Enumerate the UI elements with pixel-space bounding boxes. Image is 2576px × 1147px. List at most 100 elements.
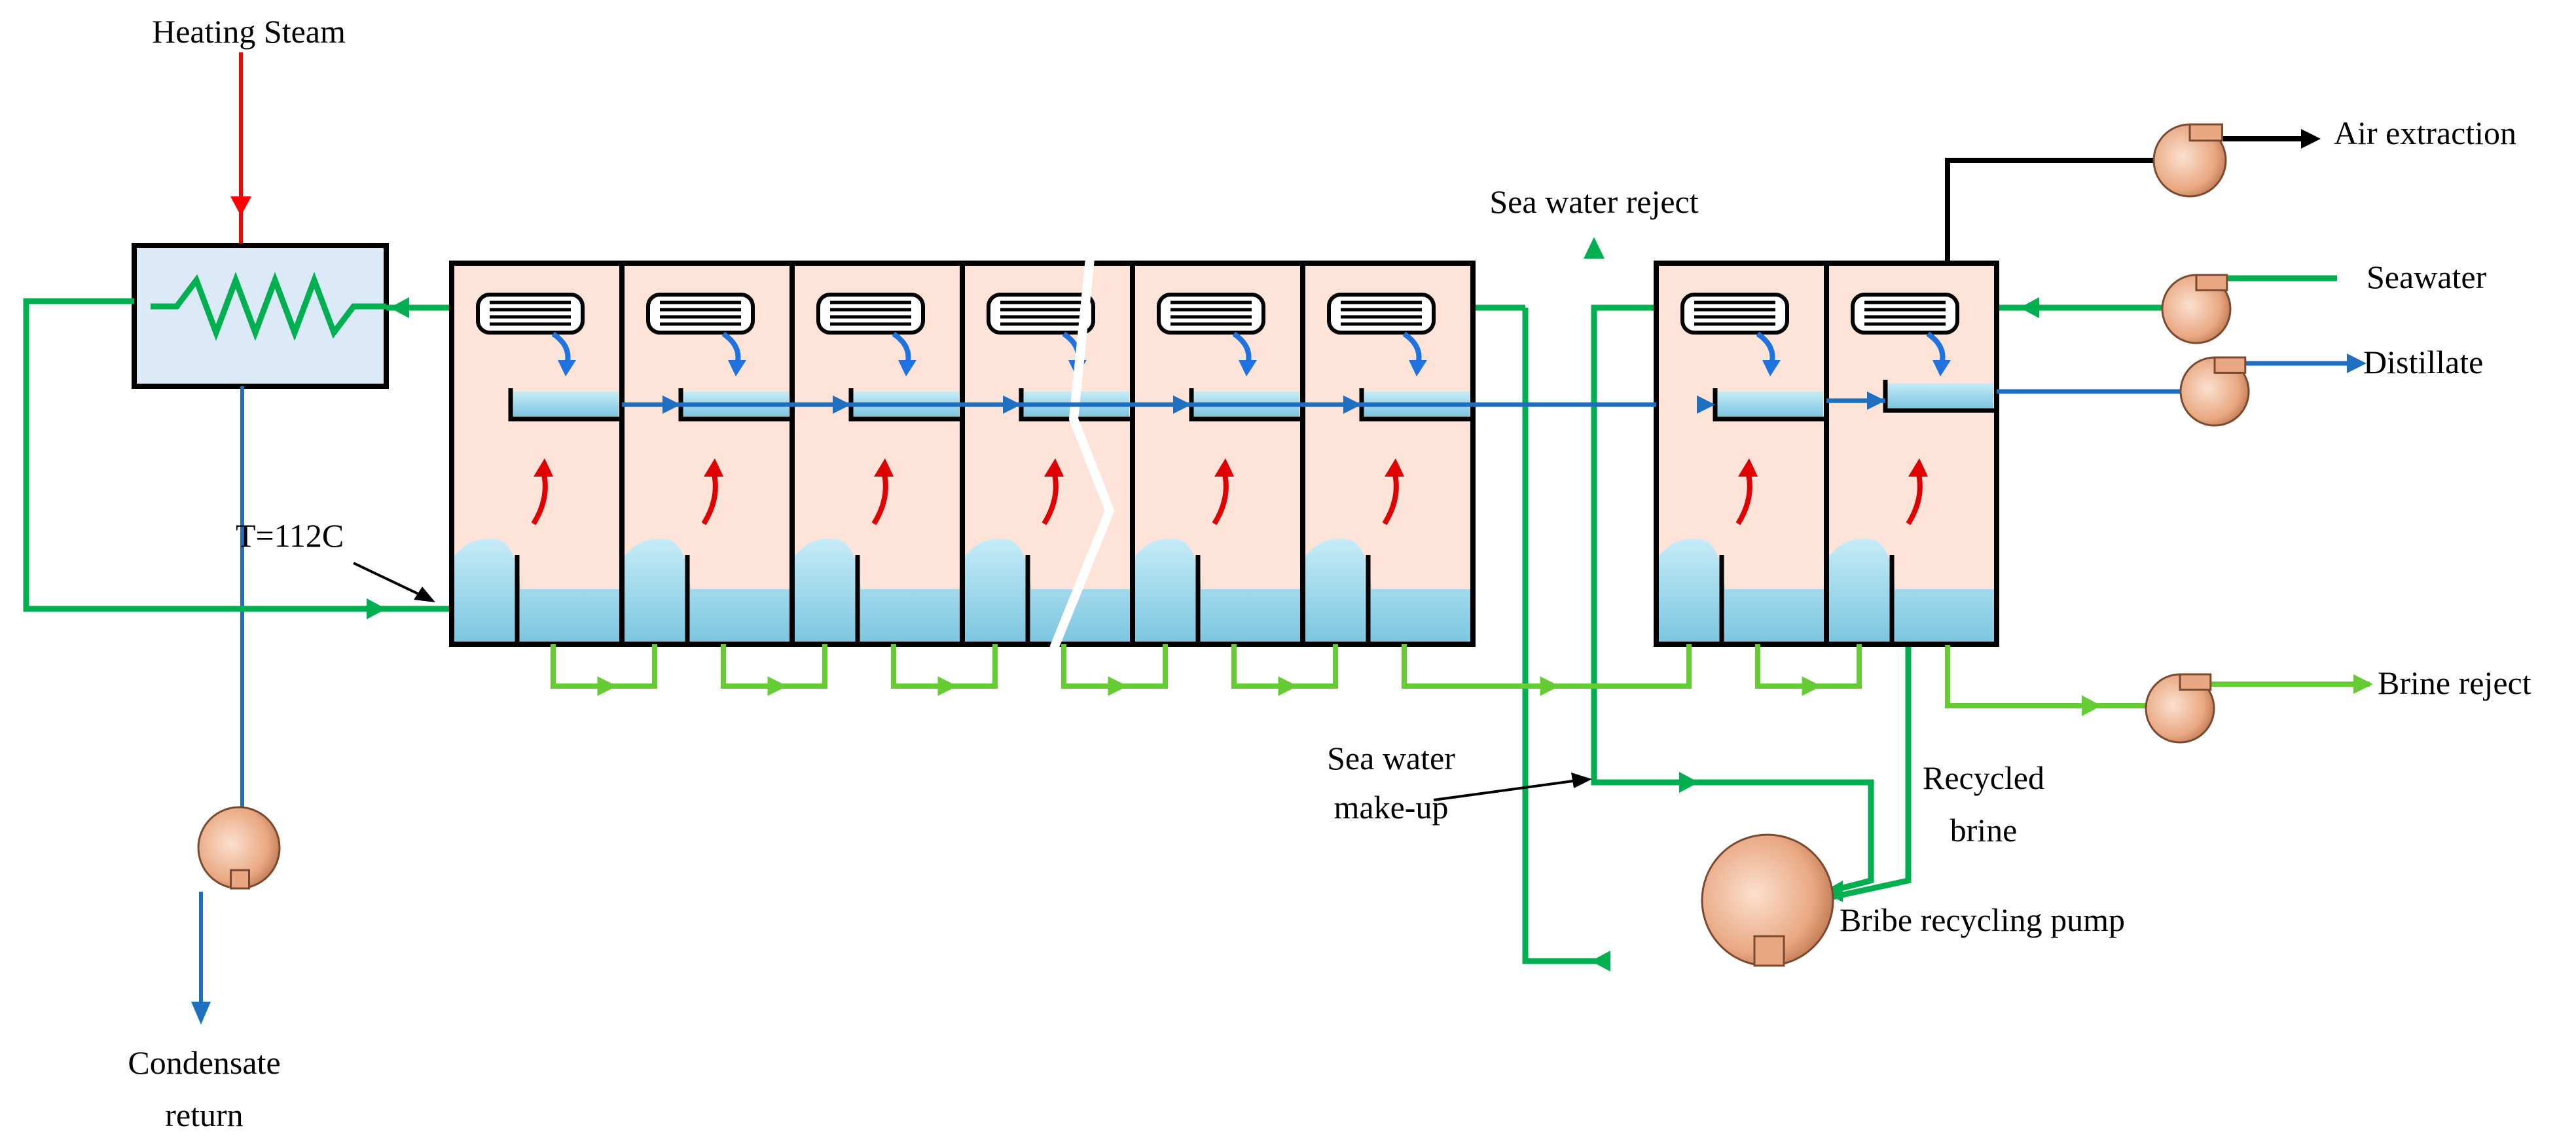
stage-internals <box>454 293 1995 642</box>
arrow-up-icon <box>1214 458 1234 477</box>
tube-bundle-icon <box>1157 293 1265 335</box>
distillate-tray-water <box>1885 383 1993 408</box>
air-extraction-line <box>1945 136 2314 263</box>
arrow-right-icon <box>1003 395 1021 414</box>
centrifugal-pump-icon <box>2161 274 2232 344</box>
recycling-pump-label: Bribe recycling pump <box>1840 901 2125 938</box>
tube-bundle-icon <box>816 293 925 335</box>
makeup-pointer <box>1433 773 1592 801</box>
arrow-right-icon <box>1697 395 1715 414</box>
brine-pool <box>1829 538 1994 642</box>
sea-water-reject-label: Sea water reject <box>1489 183 1698 220</box>
centrifugal-pump-icon <box>197 806 281 890</box>
distillate-tray <box>678 388 791 422</box>
arrow-down-icon <box>558 360 576 376</box>
arrow-down-icon <box>1932 360 1951 376</box>
distillate-tray <box>848 388 961 422</box>
arrow-down-icon <box>898 360 916 376</box>
distillate-label: Distillate <box>2363 344 2483 380</box>
arrow-down-icon <box>1409 360 1427 376</box>
stage-1-internals <box>454 293 621 642</box>
stage-4-internals <box>965 293 1131 642</box>
arrow-right-icon <box>1867 391 1885 410</box>
arrow-right-icon <box>833 395 851 414</box>
arrow-right-icon <box>1108 676 1128 696</box>
stage-7-internals <box>1659 293 1825 642</box>
brine-pool <box>1305 538 1470 642</box>
arrow-down-icon <box>728 360 746 376</box>
arrow-down-icon <box>1762 360 1781 376</box>
arrow-right-icon <box>1343 395 1362 414</box>
centrifugal-pump-icon <box>2152 123 2227 198</box>
arrow-right-icon <box>662 395 681 414</box>
stage-5-internals <box>1135 293 1301 642</box>
arrow-right-icon <box>2301 129 2321 149</box>
recycled-brine-line <box>1832 645 1912 900</box>
pump-outlet <box>230 869 251 890</box>
brine-reject-label: Brine reject <box>2378 665 2531 701</box>
distillate-tray <box>1019 388 1131 422</box>
arrow-down-icon <box>230 196 251 216</box>
condensate-label-line1: Condensate <box>128 1044 280 1081</box>
brine-pool <box>1135 538 1300 642</box>
arrow-down-icon <box>1239 360 1257 376</box>
condensate-label-line2: return <box>165 1097 243 1133</box>
pump-outlet <box>2188 123 2223 142</box>
tube-bundle-icon <box>1680 293 1789 335</box>
tube-bundle-icon <box>1327 293 1436 335</box>
centrifugal-pump-icon <box>2145 673 2215 744</box>
brine-pool <box>795 538 960 642</box>
pump-outlet <box>2179 673 2212 691</box>
arrow-right-icon <box>767 676 788 696</box>
arrow-left-icon <box>2020 297 2039 318</box>
distillate-tray <box>1359 388 1472 422</box>
distillate-tray <box>508 388 621 422</box>
distillate-tray-water <box>1715 391 1823 416</box>
distillate-tray <box>1883 380 1995 413</box>
zigzag-coil-icon <box>151 272 386 341</box>
break-mark <box>1049 258 1115 650</box>
distillate-tray <box>1713 388 1825 422</box>
brine-pool <box>625 538 789 642</box>
brine-heater <box>132 243 389 389</box>
arrow-up-icon <box>1908 458 1928 477</box>
arrow-right-icon <box>2347 354 2367 373</box>
centrifugal-pump-icon <box>1701 833 1834 967</box>
air-extraction-label: Air extraction <box>2334 115 2516 151</box>
seawater-label: Seawater <box>2367 259 2487 295</box>
brine-pool <box>1659 538 1824 642</box>
arrow-right-icon <box>1802 676 1822 696</box>
arrow-up-icon <box>704 458 723 477</box>
brine-interstage-lines <box>551 644 1862 696</box>
stage-6-internals <box>1305 293 1472 642</box>
arrow-up-icon <box>1738 458 1758 477</box>
arrow-left-icon <box>390 297 409 318</box>
tube-bundle-icon <box>987 293 1095 335</box>
arrow-right-icon <box>367 598 386 619</box>
tube-bundle-icon <box>646 293 755 335</box>
arrow-up-icon <box>1044 458 1064 477</box>
brine-pool <box>454 538 619 642</box>
recycled-brine-label-line2: brine <box>1950 812 2018 848</box>
heating-steam-label: Heating Steam <box>152 13 346 50</box>
labels: Heating Steam T=112C Condensate return S… <box>128 13 2531 1133</box>
arrow-up-icon <box>1584 237 1605 259</box>
arrow-right-icon <box>1278 676 1298 696</box>
arrow-up-icon <box>1385 458 1404 477</box>
stage-8-internals <box>1829 293 1995 642</box>
arrow-left-icon <box>1591 951 1610 972</box>
heating-steam-line <box>230 52 251 244</box>
pump-outlet <box>2213 356 2247 374</box>
temperature-label: T=112C <box>236 517 344 554</box>
brine-pool <box>965 538 1130 642</box>
distillate-arrows <box>662 391 1885 414</box>
pumps <box>197 123 2250 967</box>
distillate-tray <box>1189 388 1301 422</box>
arrow-up-icon <box>534 458 553 477</box>
arrow-right-icon <box>597 676 617 696</box>
pump-outlet <box>2195 274 2228 291</box>
distillate-tray-water <box>511 391 619 416</box>
temperature-pointer <box>353 562 435 602</box>
arrow-right-icon <box>1679 772 1699 793</box>
